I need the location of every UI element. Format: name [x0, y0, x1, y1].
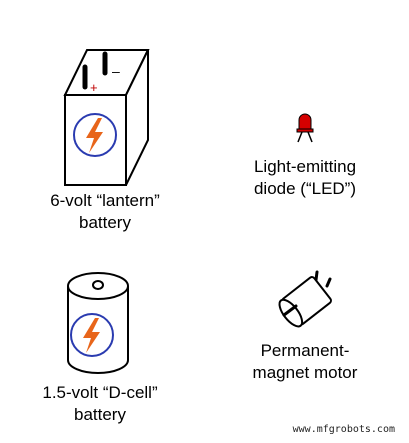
motor-shaft	[282, 304, 298, 317]
led-caption: Light-emitting diode (“LED”)	[253, 157, 357, 198]
led-cathode-lead	[307, 131, 313, 143]
plus-sign: +	[90, 80, 98, 95]
motor-caption: Permanent- magnet motor	[252, 341, 358, 382]
lightning-bolt-icon	[86, 118, 103, 153]
lantern-battery: + –	[63, 49, 150, 186]
led-anode-lead	[297, 131, 303, 143]
lantern-battery-caption: 6-volt “lantern” battery	[50, 191, 160, 232]
lightning-bolt-icon	[83, 318, 100, 353]
permanent-magnet-motor	[278, 270, 332, 328]
led	[296, 113, 314, 143]
positive-nub	[92, 280, 104, 290]
watermark: www.mfgrobots.com	[292, 424, 395, 435]
d-cell-caption: 1.5-volt “D-cell” battery	[42, 383, 158, 424]
d-cell-battery	[67, 272, 129, 374]
minus-sign: –	[112, 63, 120, 79]
